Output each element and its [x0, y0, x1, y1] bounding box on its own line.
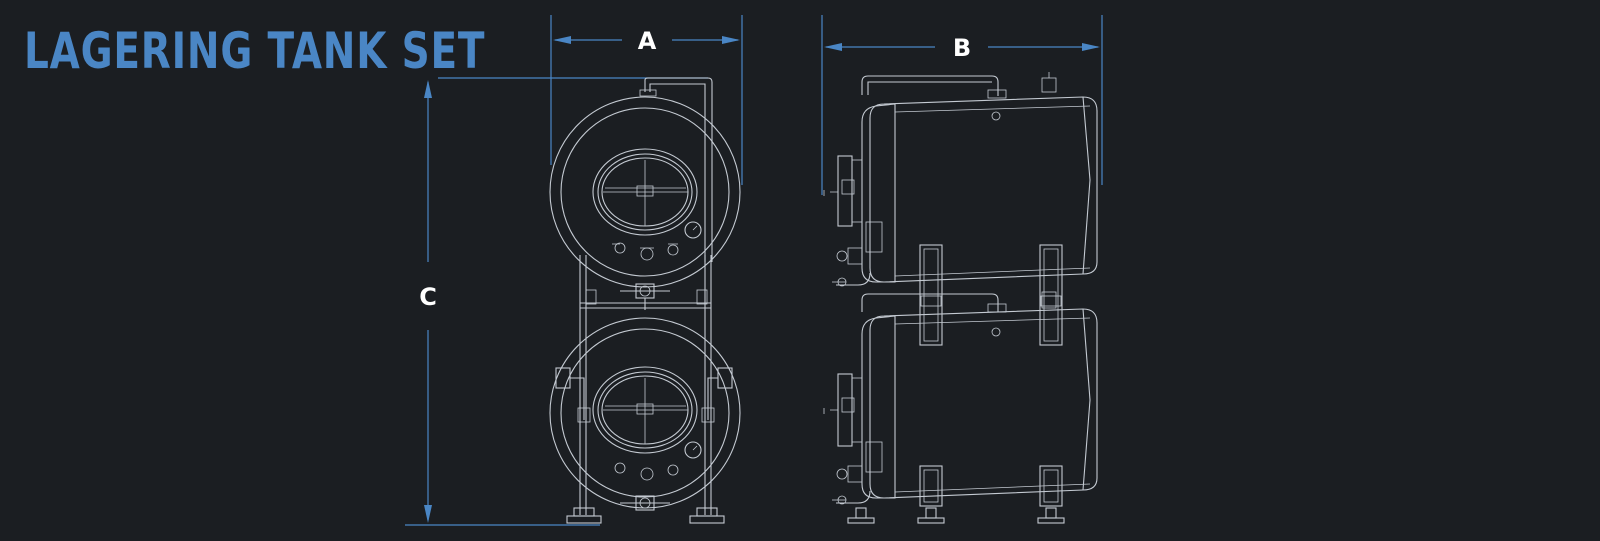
side-view-feet [847, 507, 1065, 524]
upper-tank-side [823, 72, 1098, 287]
lower-tank-side [823, 291, 1098, 507]
saddle-supports [919, 244, 1063, 346]
dimension-b: B [821, 15, 1103, 195]
dimension-a: A [550, 15, 743, 185]
front-view [549, 77, 741, 524]
dimension-a-label: A [638, 27, 657, 55]
dimension-c: C [405, 77, 708, 526]
upper-tank-front [549, 96, 741, 288]
side-view [823, 72, 1098, 524]
dimension-c-label: C [419, 283, 437, 311]
valve-assembly-bottom [620, 495, 670, 511]
page-title: LAGERING TANK SET [24, 22, 486, 80]
lower-tank-front [549, 317, 741, 509]
dimension-b-label: B [953, 34, 971, 62]
valve-assembly-mid [585, 283, 708, 310]
